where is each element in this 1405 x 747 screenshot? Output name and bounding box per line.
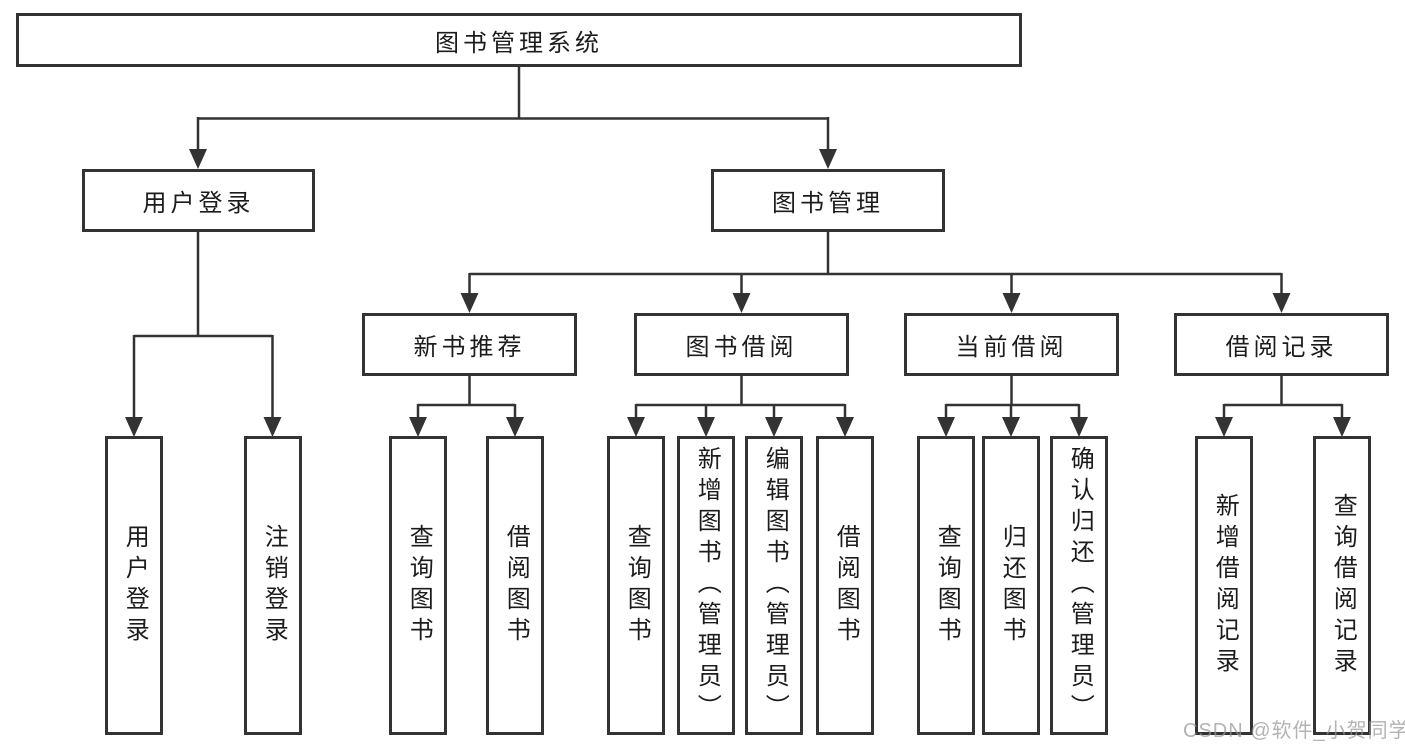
node-root-system-label: 图书管理系统	[435, 29, 603, 57]
leaf-borrow-books-label: 借阅图书	[832, 523, 860, 648]
node-book-borrow: 图书借阅	[634, 313, 849, 376]
node-borrow-record-label: 借阅记录	[1225, 334, 1338, 361]
leaf-edit-books-admin: 编辑图书（管理员）	[745, 436, 803, 735]
node-book-management: 图书管理	[711, 169, 945, 232]
node-borrow-record: 借阅记录	[1174, 313, 1389, 376]
leaf-confirm-return-admin: 确认归还（管理员）	[1050, 436, 1108, 735]
node-current-borrow: 当前借阅	[904, 313, 1119, 376]
leaf-add-books-admin: 新增图书（管理员）	[677, 436, 735, 735]
leaf-logout-label: 注销登录	[260, 523, 288, 648]
leaf-recommend-query-books: 查询图书	[389, 436, 447, 735]
leaf-recommend-borrow-books: 借阅图书	[486, 436, 544, 735]
leaf-current-query-books-label: 查询图书	[933, 523, 961, 648]
node-user-login-label: 用户登录	[142, 190, 255, 217]
leaf-user-login: 用户登录	[105, 436, 163, 735]
leaf-user-login-label: 用户登录	[121, 523, 149, 648]
leaf-current-query-books: 查询图书	[917, 436, 975, 735]
leaf-query-borrow-record-label: 查询借阅记录	[1329, 492, 1357, 679]
leaf-borrow-books: 借阅图书	[816, 436, 874, 735]
node-book-management-label: 图书管理	[772, 190, 884, 217]
leaf-add-books-admin-label: 新增图书（管理员）	[693, 446, 721, 725]
node-user-login: 用户登录	[82, 169, 315, 232]
leaf-return-books-label: 归还图书	[998, 523, 1026, 648]
node-root-system: 图书管理系统	[16, 13, 1022, 67]
node-current-borrow-label: 当前借阅	[955, 334, 1068, 361]
leaf-add-borrow-record-label: 新增借阅记录	[1211, 492, 1239, 679]
leaf-add-borrow-record: 新增借阅记录	[1195, 436, 1253, 735]
node-new-book-recommend: 新书推荐	[362, 313, 577, 376]
leaf-borrow-query-books: 查询图书	[607, 436, 665, 735]
leaf-borrow-query-books-label: 查询图书	[623, 523, 651, 648]
leaf-query-borrow-record: 查询借阅记录	[1313, 436, 1371, 735]
leaf-recommend-query-books-label: 查询图书	[405, 523, 433, 648]
csdn-watermark: CSDN @软件_小贺同学	[1183, 720, 1405, 742]
leaf-return-books: 归还图书	[982, 436, 1040, 735]
node-book-borrow-label: 图书借阅	[685, 334, 798, 361]
leaf-edit-books-admin-label: 编辑图书（管理员）	[761, 446, 789, 725]
leaf-confirm-return-admin-label: 确认归还（管理员）	[1066, 446, 1094, 725]
leaf-recommend-borrow-books-label: 借阅图书	[502, 523, 530, 648]
node-new-book-recommend-label: 新书推荐	[413, 334, 526, 361]
leaf-logout: 注销登录	[244, 436, 302, 735]
